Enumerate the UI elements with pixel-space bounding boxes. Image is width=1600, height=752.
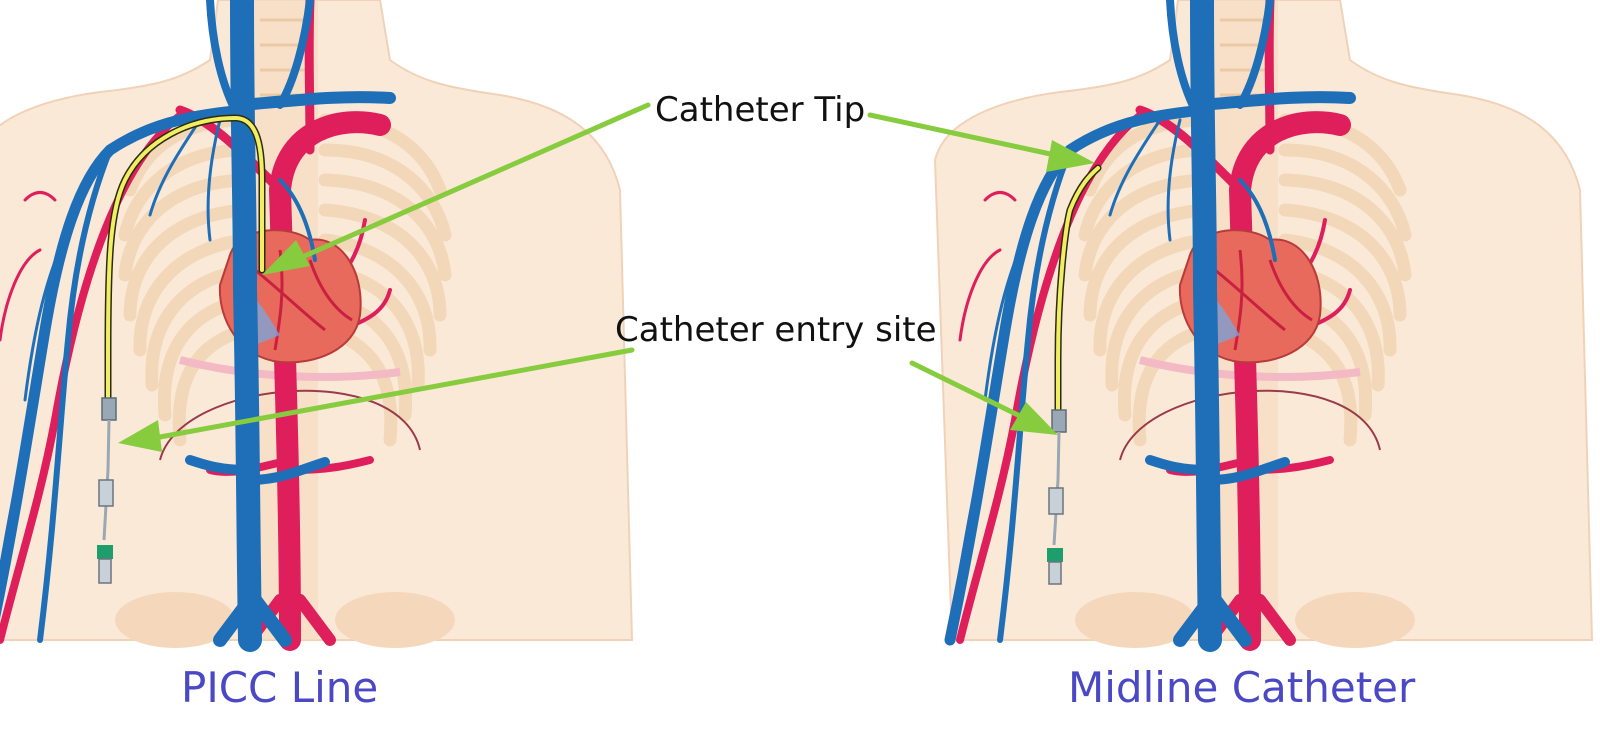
arrow-entry-right <box>909 360 1058 435</box>
arrow-entry-left <box>118 347 635 452</box>
arrow-tip-left <box>262 102 651 275</box>
arrow-tip-right <box>867 112 1095 172</box>
picc-line-illustration <box>0 0 632 648</box>
midline-catheter-illustration <box>935 0 1592 648</box>
picc-line-caption: PICC Line <box>181 663 378 712</box>
midline-hub-icon <box>1047 409 1067 585</box>
catheter-tip-label: Catheter Tip <box>655 90 865 130</box>
midline-catheter-caption: Midline Catheter <box>1068 663 1416 712</box>
catheter-entry-site-label: Catheter entry site <box>615 310 937 350</box>
picc-hub-icon <box>97 397 117 584</box>
pointer-arrows <box>118 102 1095 452</box>
